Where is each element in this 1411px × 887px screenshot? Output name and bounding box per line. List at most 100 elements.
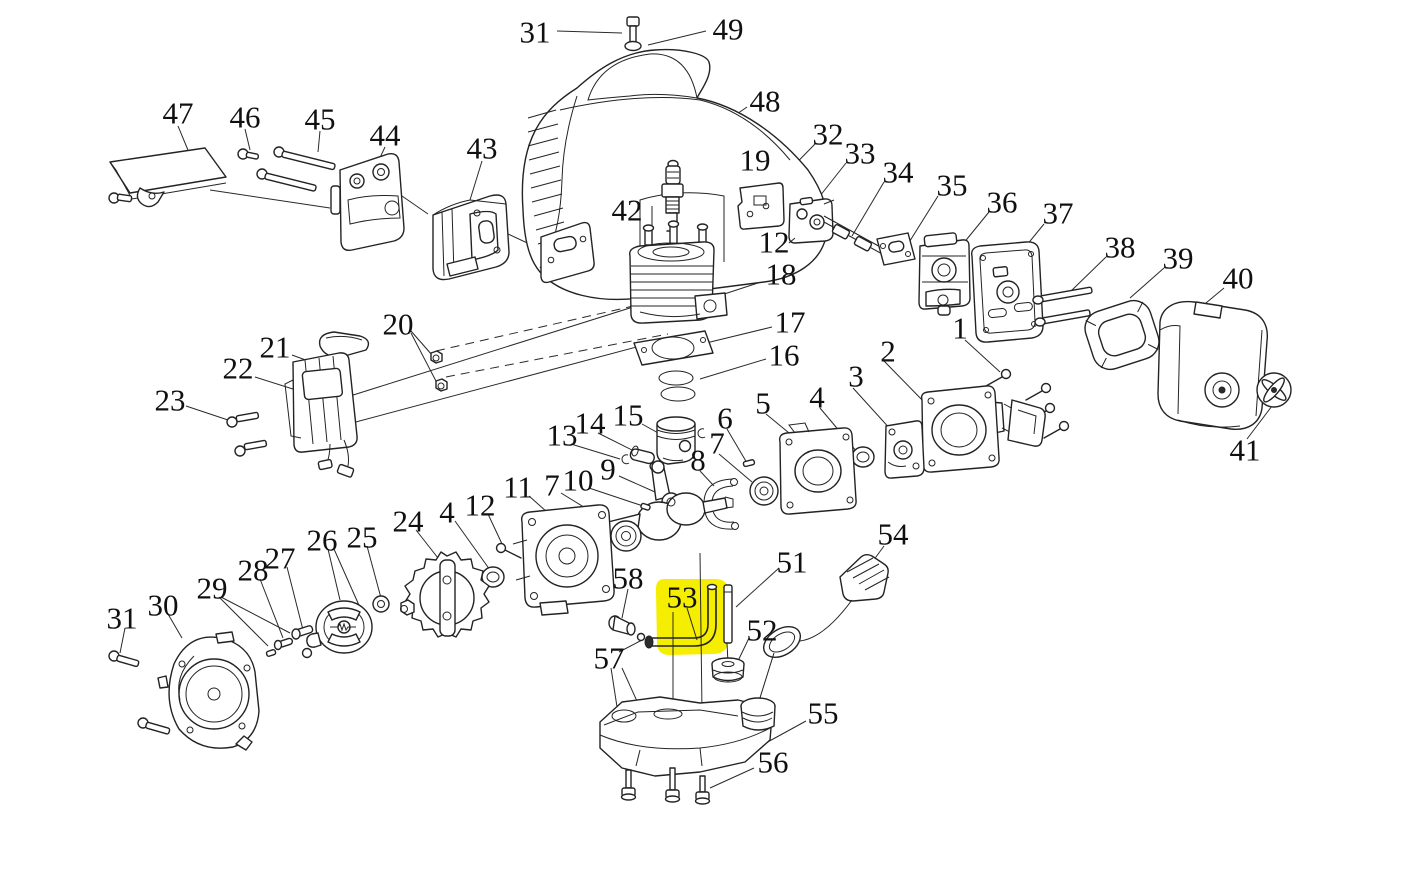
cylinder-studs	[642, 220, 709, 247]
part-label-20[interactable]: 20	[382, 306, 414, 342]
part-label-21[interactable]: 21	[259, 329, 291, 365]
highlight-blob	[655, 579, 729, 655]
part-label-48[interactable]: 48	[749, 83, 781, 119]
crankcase-flange	[920, 385, 1000, 473]
part-label-58[interactable]: 58	[612, 560, 644, 596]
muffler-bolts	[237, 146, 336, 192]
part-label-5[interactable]: 5	[755, 385, 771, 421]
part-label-41[interactable]: 41	[1229, 432, 1261, 468]
throttle-body	[788, 196, 835, 244]
part-label-33[interactable]: 33	[844, 135, 876, 171]
part-label-52[interactable]: 52	[746, 612, 778, 648]
crankcase-half-right	[778, 422, 857, 515]
part-label-12-left[interactable]: 12	[464, 487, 496, 523]
part-label-8[interactable]: 8	[690, 442, 706, 478]
piston-rings	[658, 370, 696, 402]
throttle-shaft	[823, 215, 885, 256]
part-label-31-top[interactable]: 31	[519, 14, 551, 50]
part-label-42[interactable]: 42	[611, 192, 643, 228]
part-label-43[interactable]: 43	[466, 130, 498, 166]
part-label-13[interactable]: 13	[546, 417, 578, 453]
part-label-19[interactable]: 19	[739, 142, 771, 178]
part-label-25[interactable]: 25	[346, 519, 378, 555]
tank-grommet-52	[711, 657, 745, 683]
part-label-30[interactable]: 30	[147, 587, 179, 623]
part-label-31-left[interactable]: 31	[106, 600, 138, 636]
filter-element	[1084, 299, 1160, 371]
part-label-39[interactable]: 39	[1162, 240, 1194, 276]
piston	[656, 416, 696, 465]
cylinder-fins	[630, 265, 713, 307]
part-label-17[interactable]: 17	[774, 304, 806, 340]
cover-louvers	[527, 109, 566, 245]
dowel-pin-6	[742, 459, 756, 468]
part-label-36[interactable]: 36	[986, 184, 1018, 220]
muffler-bracket	[330, 152, 405, 252]
part-label-49[interactable]: 49	[712, 11, 744, 47]
air-filter-base	[970, 241, 1044, 343]
part-label-51[interactable]: 51	[776, 544, 808, 580]
gasket-plate-32	[737, 182, 785, 230]
part-label-34[interactable]: 34	[882, 154, 914, 190]
part-label-44[interactable]: 44	[369, 117, 401, 153]
part-label-7-left[interactable]: 7	[544, 467, 560, 503]
flywheel	[404, 551, 490, 638]
cover-bolt	[626, 16, 640, 43]
part-label-22[interactable]: 22	[222, 350, 254, 386]
part-label-24[interactable]: 24	[392, 503, 424, 539]
fuel-elbow-53	[644, 583, 718, 649]
tank-screws	[620, 767, 711, 805]
part-label-56[interactable]: 56	[757, 744, 789, 780]
fuel-cap	[758, 554, 890, 702]
part-label-29[interactable]: 29	[196, 570, 228, 606]
part-label-53[interactable]: 53	[666, 579, 698, 615]
case-bolt-12	[495, 542, 522, 559]
part-label-9[interactable]: 9	[600, 451, 616, 487]
part-label-28[interactable]: 28	[237, 552, 269, 588]
clutch-washer-nut	[372, 595, 415, 616]
part-label-54[interactable]: 54	[877, 516, 909, 552]
part-label-11[interactable]: 11	[503, 469, 533, 505]
bearing-left	[610, 520, 642, 552]
part-label-4-left[interactable]: 4	[439, 494, 455, 530]
cylinder-base-gasket	[633, 330, 714, 366]
part-label-26[interactable]: 26	[306, 522, 338, 558]
part-label-37[interactable]: 37	[1042, 195, 1074, 231]
part-label-45[interactable]: 45	[304, 101, 336, 137]
starter-housing	[157, 631, 260, 751]
part-label-10[interactable]: 10	[562, 462, 594, 498]
part-label-40[interactable]: 40	[1222, 260, 1254, 296]
part-label-38[interactable]: 38	[1104, 229, 1136, 265]
intake-flange	[876, 232, 916, 266]
part-label-32[interactable]: 32	[812, 116, 844, 152]
cylinder	[629, 220, 728, 324]
pin-clips	[621, 428, 706, 465]
shield-screw	[108, 192, 133, 204]
crankcase-half-left	[512, 504, 615, 616]
part-label-3[interactable]: 3	[848, 358, 864, 394]
part-label-23[interactable]: 23	[154, 382, 186, 418]
oil-seal-right	[851, 446, 875, 468]
part-label-46[interactable]: 46	[229, 99, 261, 135]
part-label-16[interactable]: 16	[768, 337, 800, 373]
part-label-18[interactable]: 18	[765, 256, 797, 292]
oil-seal-left	[481, 566, 505, 588]
part-label-14[interactable]: 14	[574, 405, 606, 441]
part-label-15[interactable]: 15	[612, 397, 644, 433]
part-label-2[interactable]: 2	[880, 333, 896, 369]
part-label-6[interactable]: 6	[717, 400, 733, 436]
ignition-coil	[284, 352, 358, 478]
part-label-57[interactable]: 57	[593, 640, 625, 676]
part-label-55[interactable]: 55	[807, 695, 839, 731]
part-label-27[interactable]: 27	[264, 540, 296, 576]
part-label-35[interactable]: 35	[936, 167, 968, 203]
part-label-4-right[interactable]: 4	[809, 379, 825, 415]
part-label-7-right[interactable]: 7	[709, 425, 725, 461]
part-label-1[interactable]: 1	[952, 310, 968, 346]
heat-shield-plate	[108, 147, 227, 208]
part-label-12-top[interactable]: 12	[758, 224, 790, 260]
part-label-47[interactable]: 47	[162, 95, 194, 131]
